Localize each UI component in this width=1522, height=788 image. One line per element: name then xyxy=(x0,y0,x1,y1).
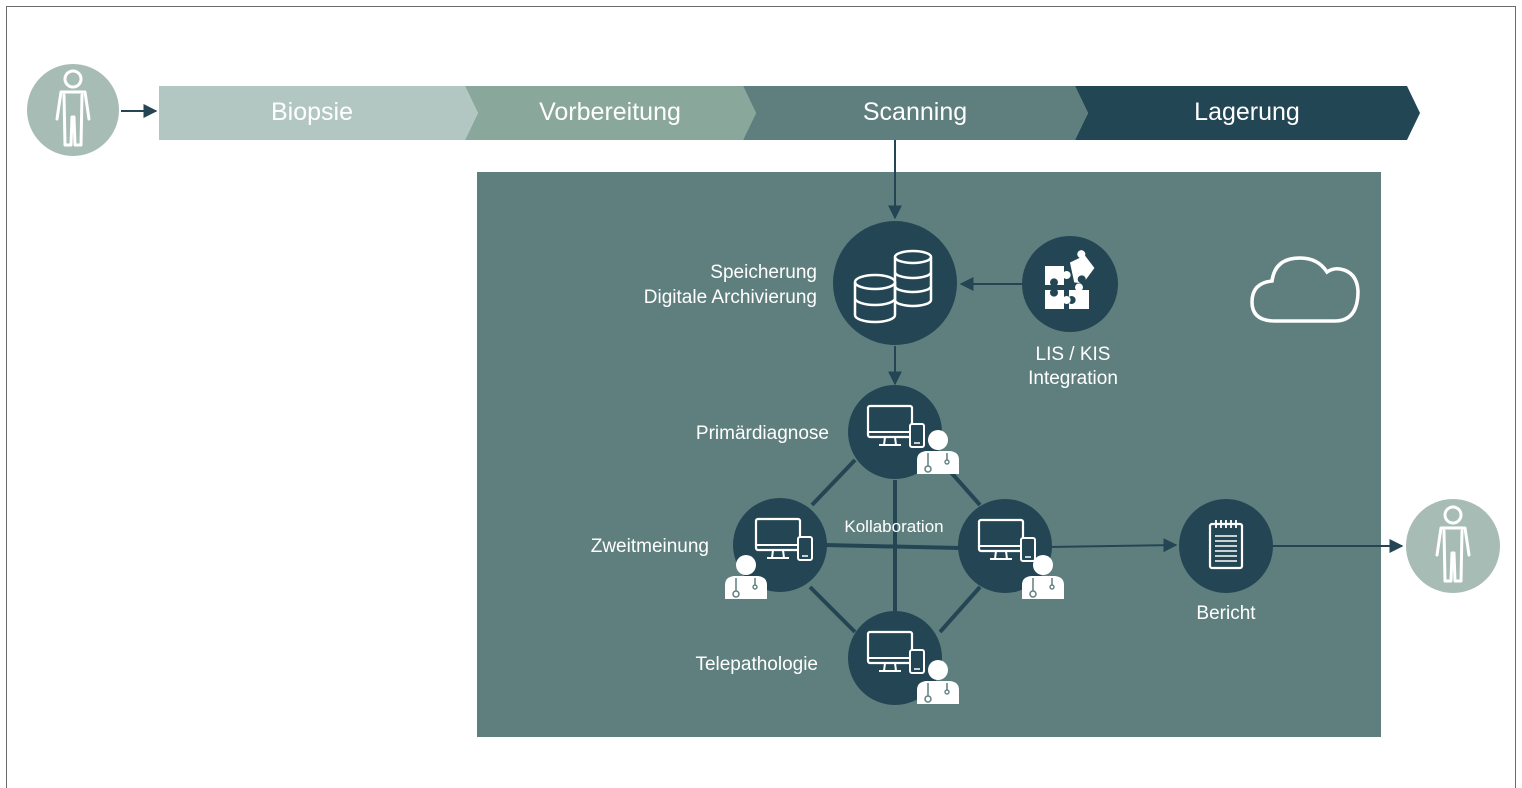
collaboration-network xyxy=(808,458,982,634)
process-ribbon: Biopsie Vorbereitung Scanning Lagerung xyxy=(159,86,1420,140)
report-icon xyxy=(1208,520,1244,570)
lis-label-2: Integration xyxy=(1028,368,1118,389)
cloud-icon xyxy=(1250,256,1360,323)
step-chevron-1 xyxy=(159,86,478,140)
storage-label-1: Speicherung xyxy=(710,262,817,283)
second-opinion-label: Zweitmeinung xyxy=(591,536,709,557)
puzzle-icon xyxy=(1045,250,1095,309)
arrow-collab-to-report xyxy=(1047,538,1178,553)
step-chevron-2 xyxy=(465,86,756,140)
step-label-1: Biopsie xyxy=(271,98,353,126)
collaboration-node xyxy=(958,499,1065,600)
diagram-frame xyxy=(6,6,1516,788)
step-label-3: Scanning xyxy=(863,98,967,126)
report-label: Bericht xyxy=(1196,603,1256,624)
database-icon xyxy=(853,249,933,324)
second-opinion-node xyxy=(724,498,827,600)
lis-label-1: LIS / KIS xyxy=(1036,344,1111,365)
primary-diagnosis-node xyxy=(848,385,960,479)
telepathology-node xyxy=(848,611,960,705)
step-label-4: Lagerung xyxy=(1194,98,1300,126)
lis-node xyxy=(1022,236,1118,332)
storage-node xyxy=(833,221,957,345)
telepathology-label: Telepathologie xyxy=(695,654,818,675)
storage-label-2: Digitale Archivierung xyxy=(644,287,817,308)
step-chevron-4 xyxy=(1075,86,1420,140)
primary-diagnosis-label: Primärdiagnose xyxy=(696,423,829,444)
patient-out-icon xyxy=(1406,499,1500,593)
step-chevron-3 xyxy=(743,86,1088,140)
collaboration-label: Kollaboration xyxy=(844,517,943,536)
patient-in-icon xyxy=(27,64,119,156)
step-label-2: Vorbereitung xyxy=(539,98,681,126)
report-node xyxy=(1179,499,1273,593)
